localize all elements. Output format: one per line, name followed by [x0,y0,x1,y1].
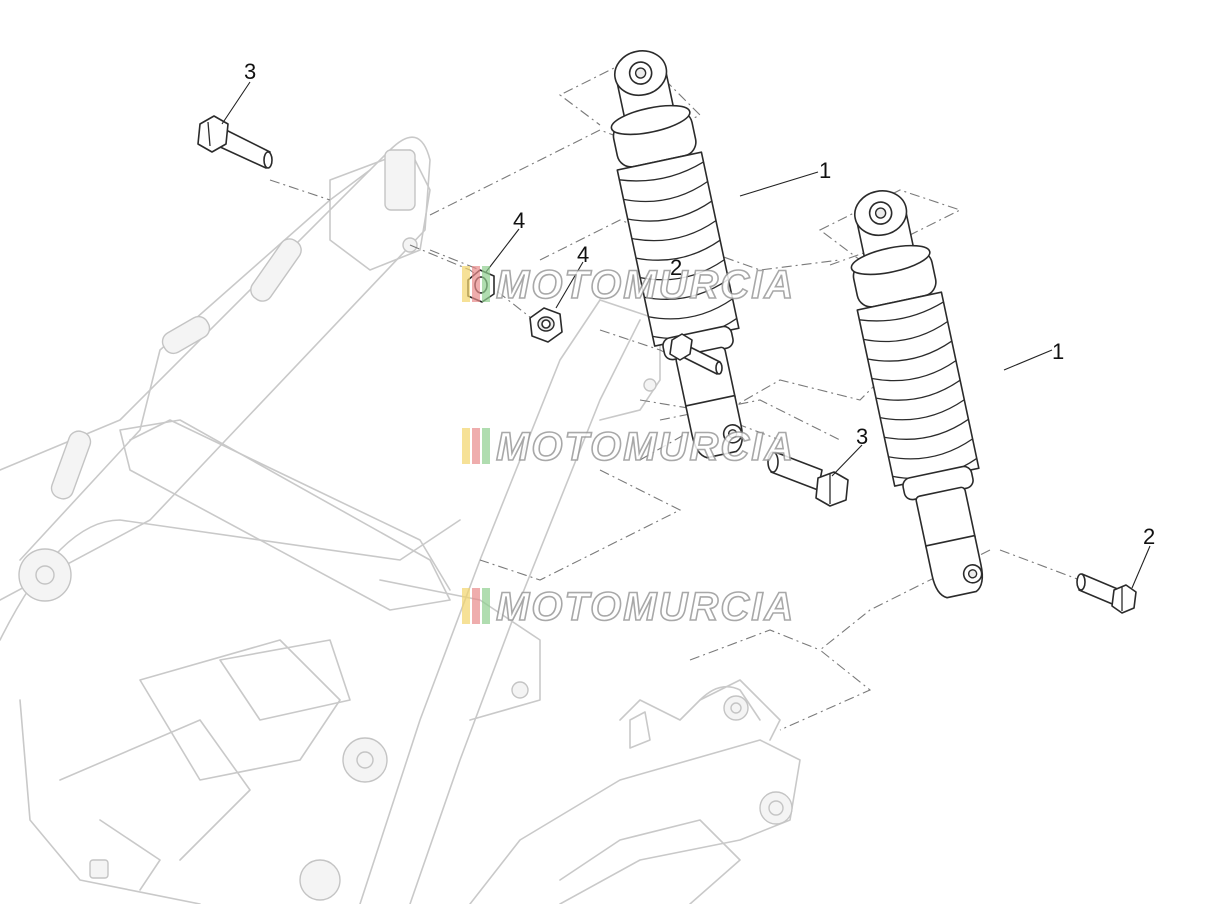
shock-spring-right [856,291,980,487]
nut-b[interactable] [529,307,563,343]
bolt-small-hidden[interactable] [669,333,723,375]
bolt-top-left[interactable] [197,115,273,169]
nut-a[interactable] [467,269,495,303]
shock-spring-left [616,151,740,347]
watermark-text: MOTOMURCIA [496,585,795,629]
callout-4-nut-b: 4 [577,242,589,267]
shock-absorber-left[interactable] [594,43,764,464]
callout-leaders [221,81,1151,589]
watermark-text: MOTOMURCIA [496,263,795,307]
callout-4-nut-a: 4 [513,208,525,233]
watermark-text: MOTOMURCIA [496,425,795,469]
scooter-frame [0,136,801,904]
callout-2-bolt: 2 [1143,524,1155,549]
shock-absorber-right[interactable] [834,183,1004,604]
callout-2-hidden: 2 [670,255,682,280]
watermark-top: MOTOMURCIA [462,262,795,308]
bolt-right-lower[interactable] [1076,573,1137,614]
callout-3-top-bolt: 3 [244,59,256,84]
callout-1-right-shock: 1 [1052,339,1064,364]
callout-1-left-shock: 1 [819,158,831,183]
callout-numbers: 1 1 2 3 3 4 4 2 [244,59,1155,549]
bolt-mid[interactable] [767,451,849,507]
callout-3-mid-bolt: 3 [856,424,868,449]
watermark-bottom: MOTOMURCIA [462,584,795,630]
watermark-middle: MOTOMURCIA [462,424,795,470]
